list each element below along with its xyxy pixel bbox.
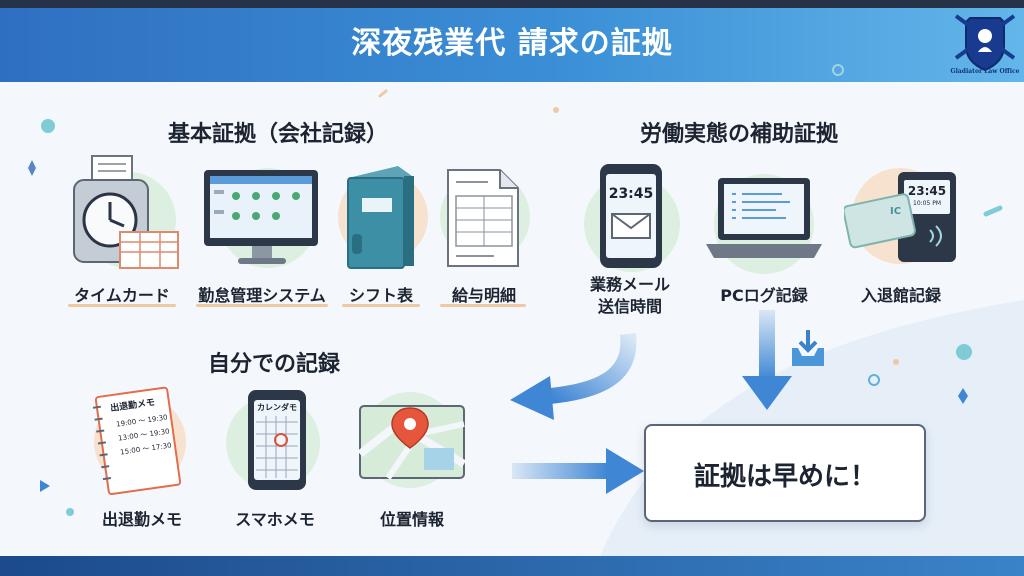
section-title-basic: 基本証拠（会社記録） bbox=[168, 122, 389, 147]
calendar-title-text: カレンダモ bbox=[257, 403, 297, 412]
label-email: 業務メール 送信時間 bbox=[574, 274, 686, 318]
monitor-icon bbox=[204, 170, 318, 264]
label-timecard: タイムカード bbox=[74, 286, 170, 305]
top-border bbox=[0, 0, 1024, 8]
label-memo: 出退勤メモ bbox=[101, 510, 182, 529]
map-pin-icon bbox=[358, 405, 466, 480]
logo-text: Gladiator Law Office bbox=[950, 68, 1020, 75]
header-bar bbox=[0, 8, 1024, 82]
callout-box: 証拠は早めに！ bbox=[644, 424, 926, 522]
bottom-bar bbox=[0, 556, 1024, 576]
shield-logo-icon bbox=[954, 14, 1016, 72]
label-location: 位置情報 bbox=[379, 510, 444, 529]
reader-date-text: 10:05 PM bbox=[913, 200, 941, 207]
notebook-icon bbox=[92, 386, 182, 496]
label-payslip: 給与明細 bbox=[451, 286, 516, 305]
laptop-icon bbox=[706, 178, 822, 258]
ic-card-text: IC bbox=[890, 206, 902, 217]
label-entry: 入退館記録 bbox=[860, 286, 941, 305]
down-arrow bbox=[742, 310, 792, 410]
smartphone-calendar-icon bbox=[248, 390, 306, 490]
right-arrow bbox=[512, 448, 644, 494]
download-tray-icon bbox=[792, 330, 824, 366]
reader-time-text: 23:45 bbox=[907, 184, 947, 198]
label-underline bbox=[342, 304, 420, 307]
label-pclog: PCログ記録 bbox=[720, 286, 808, 305]
label-underline bbox=[196, 304, 328, 307]
label-attendance-system: 勤怠管理システム bbox=[198, 286, 326, 305]
card-reader-icon bbox=[844, 172, 956, 262]
label-smartphone-memo: スマホメモ bbox=[235, 510, 315, 529]
section-title-support: 労働実態の補助証拠 bbox=[640, 122, 839, 147]
label-underline bbox=[68, 304, 176, 307]
callout-text: 証拠は早めに！ bbox=[693, 462, 876, 492]
binder-icon bbox=[347, 166, 414, 269]
section-title-self: 自分での記録 bbox=[208, 352, 341, 377]
page-title: 深夜残業代 請求の証拠 bbox=[351, 26, 673, 61]
smartphone-email-icon bbox=[600, 164, 662, 268]
curved-arrow-left bbox=[510, 333, 637, 420]
payslip-document-icon bbox=[447, 169, 519, 267]
label-underline bbox=[440, 304, 526, 307]
label-email-line2: 送信時間 bbox=[597, 297, 662, 316]
timecard-clock-icon bbox=[73, 155, 179, 269]
label-email-line1: 業務メール bbox=[589, 275, 670, 294]
phone-time-text: 23:45 bbox=[608, 186, 654, 202]
label-shift: シフト表 bbox=[348, 286, 413, 305]
